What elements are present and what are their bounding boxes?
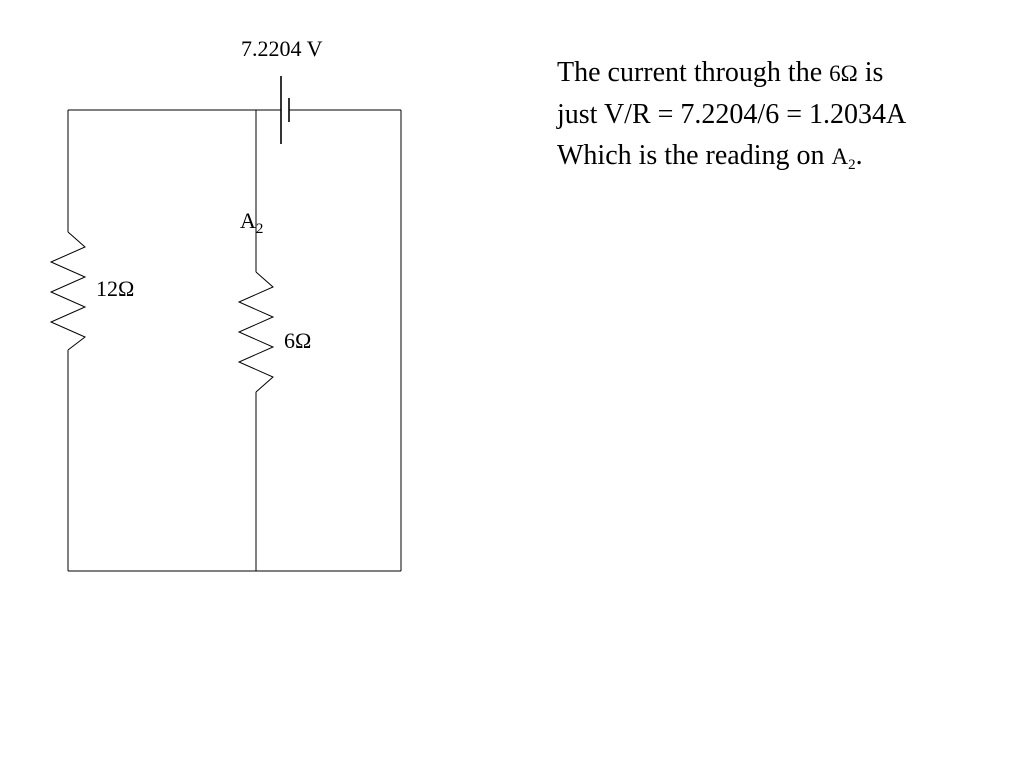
battery-voltage-label: 7.2204 V	[241, 36, 323, 61]
resistor-6-label: 6Ω	[284, 328, 311, 353]
ammeter-label: A2	[240, 208, 263, 237]
ammeter-letter: A	[240, 208, 256, 233]
explanation-line-2: just V/R = 7.2204/6 = 1.2034A	[557, 99, 907, 130]
ammeter-subscript: 2	[256, 221, 264, 237]
explanation-line-3-start: Which is the reading on	[557, 140, 832, 171]
explanation-line-1-end: is	[857, 57, 884, 88]
resistor-6-ohm	[237, 271, 275, 393]
explanation-line-3: Which is the reading on A2.	[557, 135, 1017, 186]
explanation-meter-subscript: 2	[848, 157, 856, 173]
explanation-line-1-start: The current through the	[557, 57, 830, 88]
explanation-line-1: The current through the 6Ω is	[557, 52, 1017, 94]
resistor-12-label: 12Ω	[96, 276, 134, 301]
explanation-line-3-end: .	[855, 140, 863, 171]
explanation-meter-ref: A	[831, 144, 849, 169]
resistor-12-ohm	[49, 231, 87, 351]
explanation-text: The current through the 6Ω is just V/R =…	[557, 52, 1017, 186]
explanation-resistor-ref: 6Ω	[829, 61, 858, 86]
